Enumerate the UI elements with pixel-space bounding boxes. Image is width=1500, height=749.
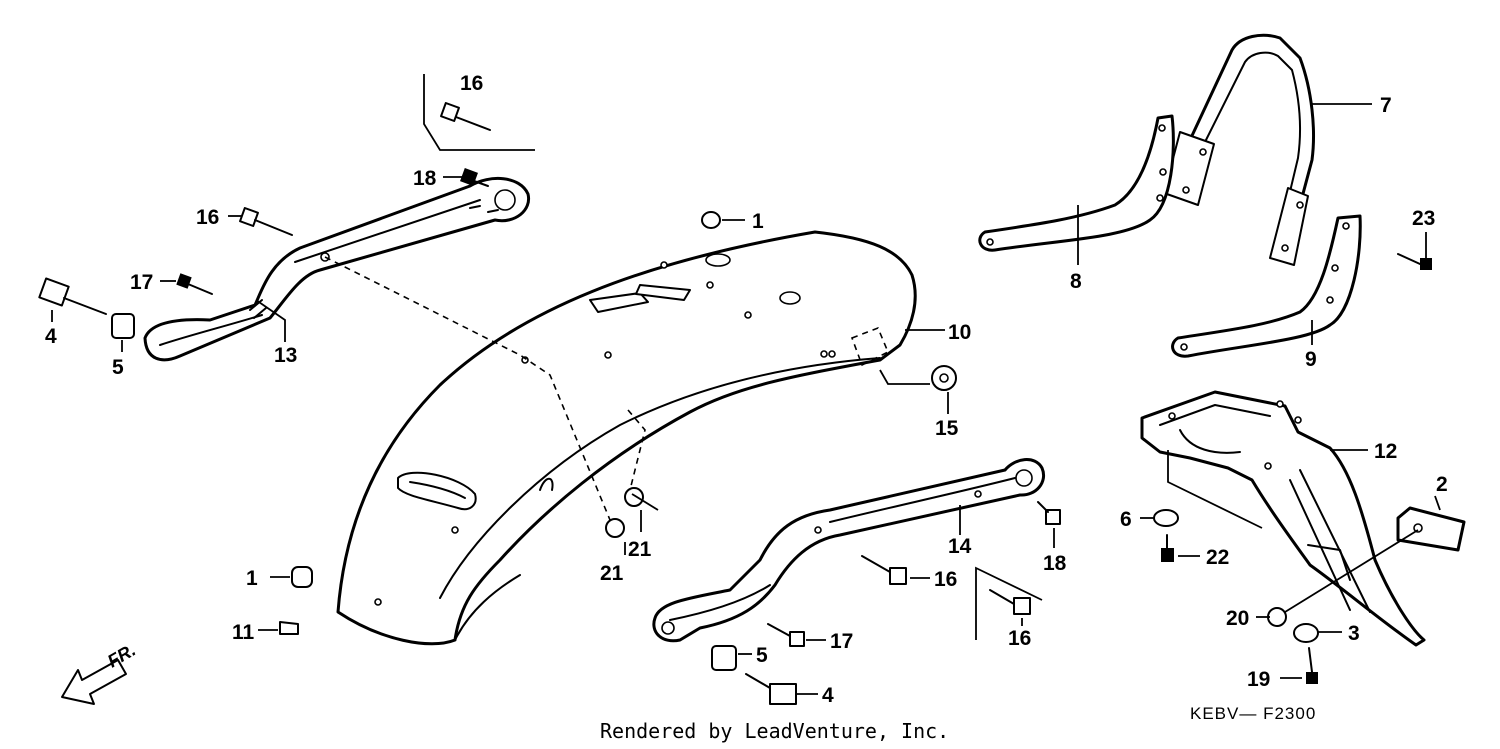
callout-10: 10 (948, 321, 971, 344)
callout-18b: 18 (1043, 552, 1067, 575)
callout-23: 23 (1412, 207, 1435, 230)
callout-22: 22 (1206, 546, 1229, 569)
callout-17a: 17 (130, 271, 153, 294)
right-rail-bracket (652, 458, 1045, 643)
callout-17b: 17 (830, 630, 853, 653)
callout-2: 2 (1436, 473, 1448, 496)
callout-18a: 18 (413, 167, 437, 190)
arrow-icon (61, 659, 127, 705)
callout-5b: 5 (756, 644, 768, 667)
callout-14: 14 (948, 535, 972, 558)
leader-lines (51, 74, 1441, 695)
callout-19: 19 (1247, 668, 1270, 691)
callout-21a: 21 (628, 538, 652, 561)
callout-16a: 16 (460, 72, 483, 95)
callout-1a: 1 (752, 210, 764, 233)
callout-4a: 4 (45, 325, 57, 348)
callout-8: 8 (1070, 270, 1082, 293)
callout-12: 12 (1374, 440, 1397, 463)
diagram-code: KEBV— F2300 (1190, 704, 1316, 723)
callout-16c: 16 (934, 568, 957, 591)
callout-1b: 1 (246, 567, 258, 590)
rear-fender (336, 230, 917, 646)
side-plate-left (978, 114, 1175, 252)
callout-20: 20 (1226, 607, 1249, 630)
front-direction-indicator: FR. (61, 640, 139, 705)
callout-11: 11 (232, 621, 255, 644)
callout-16b: 16 (196, 206, 219, 229)
callout-15: 15 (935, 417, 959, 440)
callout-5a: 5 (112, 356, 124, 379)
callout-21b: 21 (600, 562, 624, 585)
backrest (1163, 33, 1315, 266)
side-plate-right (1171, 214, 1362, 358)
callout-labels: 16 18 16 17 4 5 13 1 10 15 21 21 1 11 7 … (45, 72, 1448, 707)
callout-3: 3 (1348, 622, 1360, 645)
callout-4b: 4 (822, 684, 834, 707)
left-rail-bracket (143, 176, 531, 362)
callout-9: 9 (1305, 348, 1317, 371)
callout-16d: 16 (1008, 627, 1031, 650)
callout-6: 6 (1120, 508, 1132, 531)
credit-text: Rendered by LeadVenture, Inc. (600, 719, 949, 743)
fasteners (38, 102, 1432, 705)
license-bracket (1140, 390, 1426, 647)
callout-7: 7 (1380, 94, 1392, 117)
callout-13: 13 (274, 344, 297, 367)
reflector (1396, 506, 1466, 552)
